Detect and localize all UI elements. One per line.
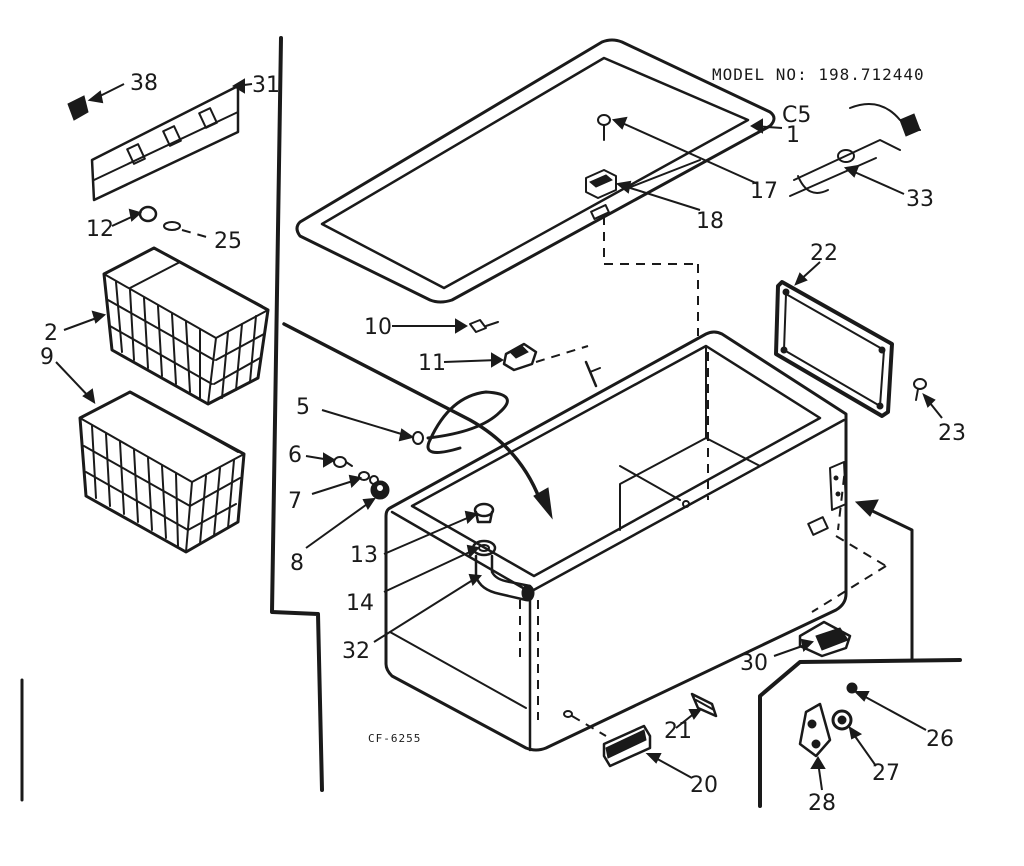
callout-13: 13 — [350, 543, 378, 568]
basket-part-2 — [102, 246, 270, 406]
callout-11: 11 — [418, 351, 446, 376]
callout-25: 25 — [214, 229, 242, 254]
latch-part-30 — [798, 620, 852, 658]
callout-9: 9 — [40, 345, 54, 370]
callout-22: 22 — [810, 241, 838, 266]
callout-27: 27 — [872, 761, 900, 786]
callout-20: 20 — [690, 773, 718, 798]
callout-23: 23 — [938, 421, 966, 446]
callout-21: 21 — [664, 719, 692, 744]
callout-18: 18 — [696, 209, 724, 234]
basket-rail-part-31 — [90, 84, 240, 202]
freezer-cabinet — [384, 330, 887, 752]
divider-lines — [20, 36, 962, 808]
model-number-label: MODEL NO: 198.712440 — [712, 65, 925, 84]
callout-28: 28 — [808, 791, 836, 816]
callout-2: 2 — [44, 321, 58, 346]
callout-7: 7 — [288, 489, 302, 514]
handle-part-20 — [602, 724, 652, 768]
screw-part-23 — [913, 378, 927, 401]
callout-8: 8 — [290, 551, 304, 576]
drawing-code-label: CF-6255 — [368, 732, 421, 745]
thermostat-parts-6-7-8 — [333, 456, 390, 500]
callout-6: 6 — [288, 443, 302, 468]
drain-assembly-13-14-32 — [471, 502, 535, 602]
hinge-parts-10-11 — [469, 319, 601, 388]
callout-12: 12 — [86, 217, 114, 242]
lid-hinge-parts-17-18 — [585, 114, 701, 336]
assembly-arrow-cabinet — [282, 322, 553, 520]
basket-part-9 — [78, 390, 246, 554]
clip-part-38 — [67, 95, 89, 121]
header-text: MODEL NO: 198.712440 C5 — [712, 65, 925, 128]
side-bracket — [829, 461, 847, 511]
callout-14: 14 — [346, 591, 374, 616]
callout-33: 33 — [906, 187, 934, 212]
power-cord-part-33 — [789, 103, 921, 197]
hinge-assembly-26-27-28 — [798, 682, 858, 758]
callout-38: 38 — [130, 71, 158, 96]
callout-5: 5 — [296, 395, 310, 420]
callout-10: 10 — [364, 315, 392, 340]
callout-1: 1 — [786, 123, 800, 148]
lid-part-1 — [295, 38, 776, 304]
code-c5-label: C5 — [782, 103, 811, 128]
fastener-parts-12-25 — [138, 205, 181, 231]
leader-arrows — [55, 78, 943, 791]
callout-26: 26 — [926, 727, 954, 752]
callout-30: 30 — [740, 651, 768, 676]
callout-31: 31 — [252, 73, 280, 98]
callout-labels: 38 31 12 25 2 9 1 17 18 33 22 23 10 11 5… — [40, 71, 966, 816]
wiring-harness-part-5 — [412, 390, 509, 454]
callout-32: 32 — [342, 639, 370, 664]
cover-plate-part-22 — [774, 280, 894, 418]
fitting-part-21 — [690, 692, 718, 718]
assembly-arrow-right — [854, 499, 879, 517]
callout-17: 17 — [750, 179, 778, 204]
